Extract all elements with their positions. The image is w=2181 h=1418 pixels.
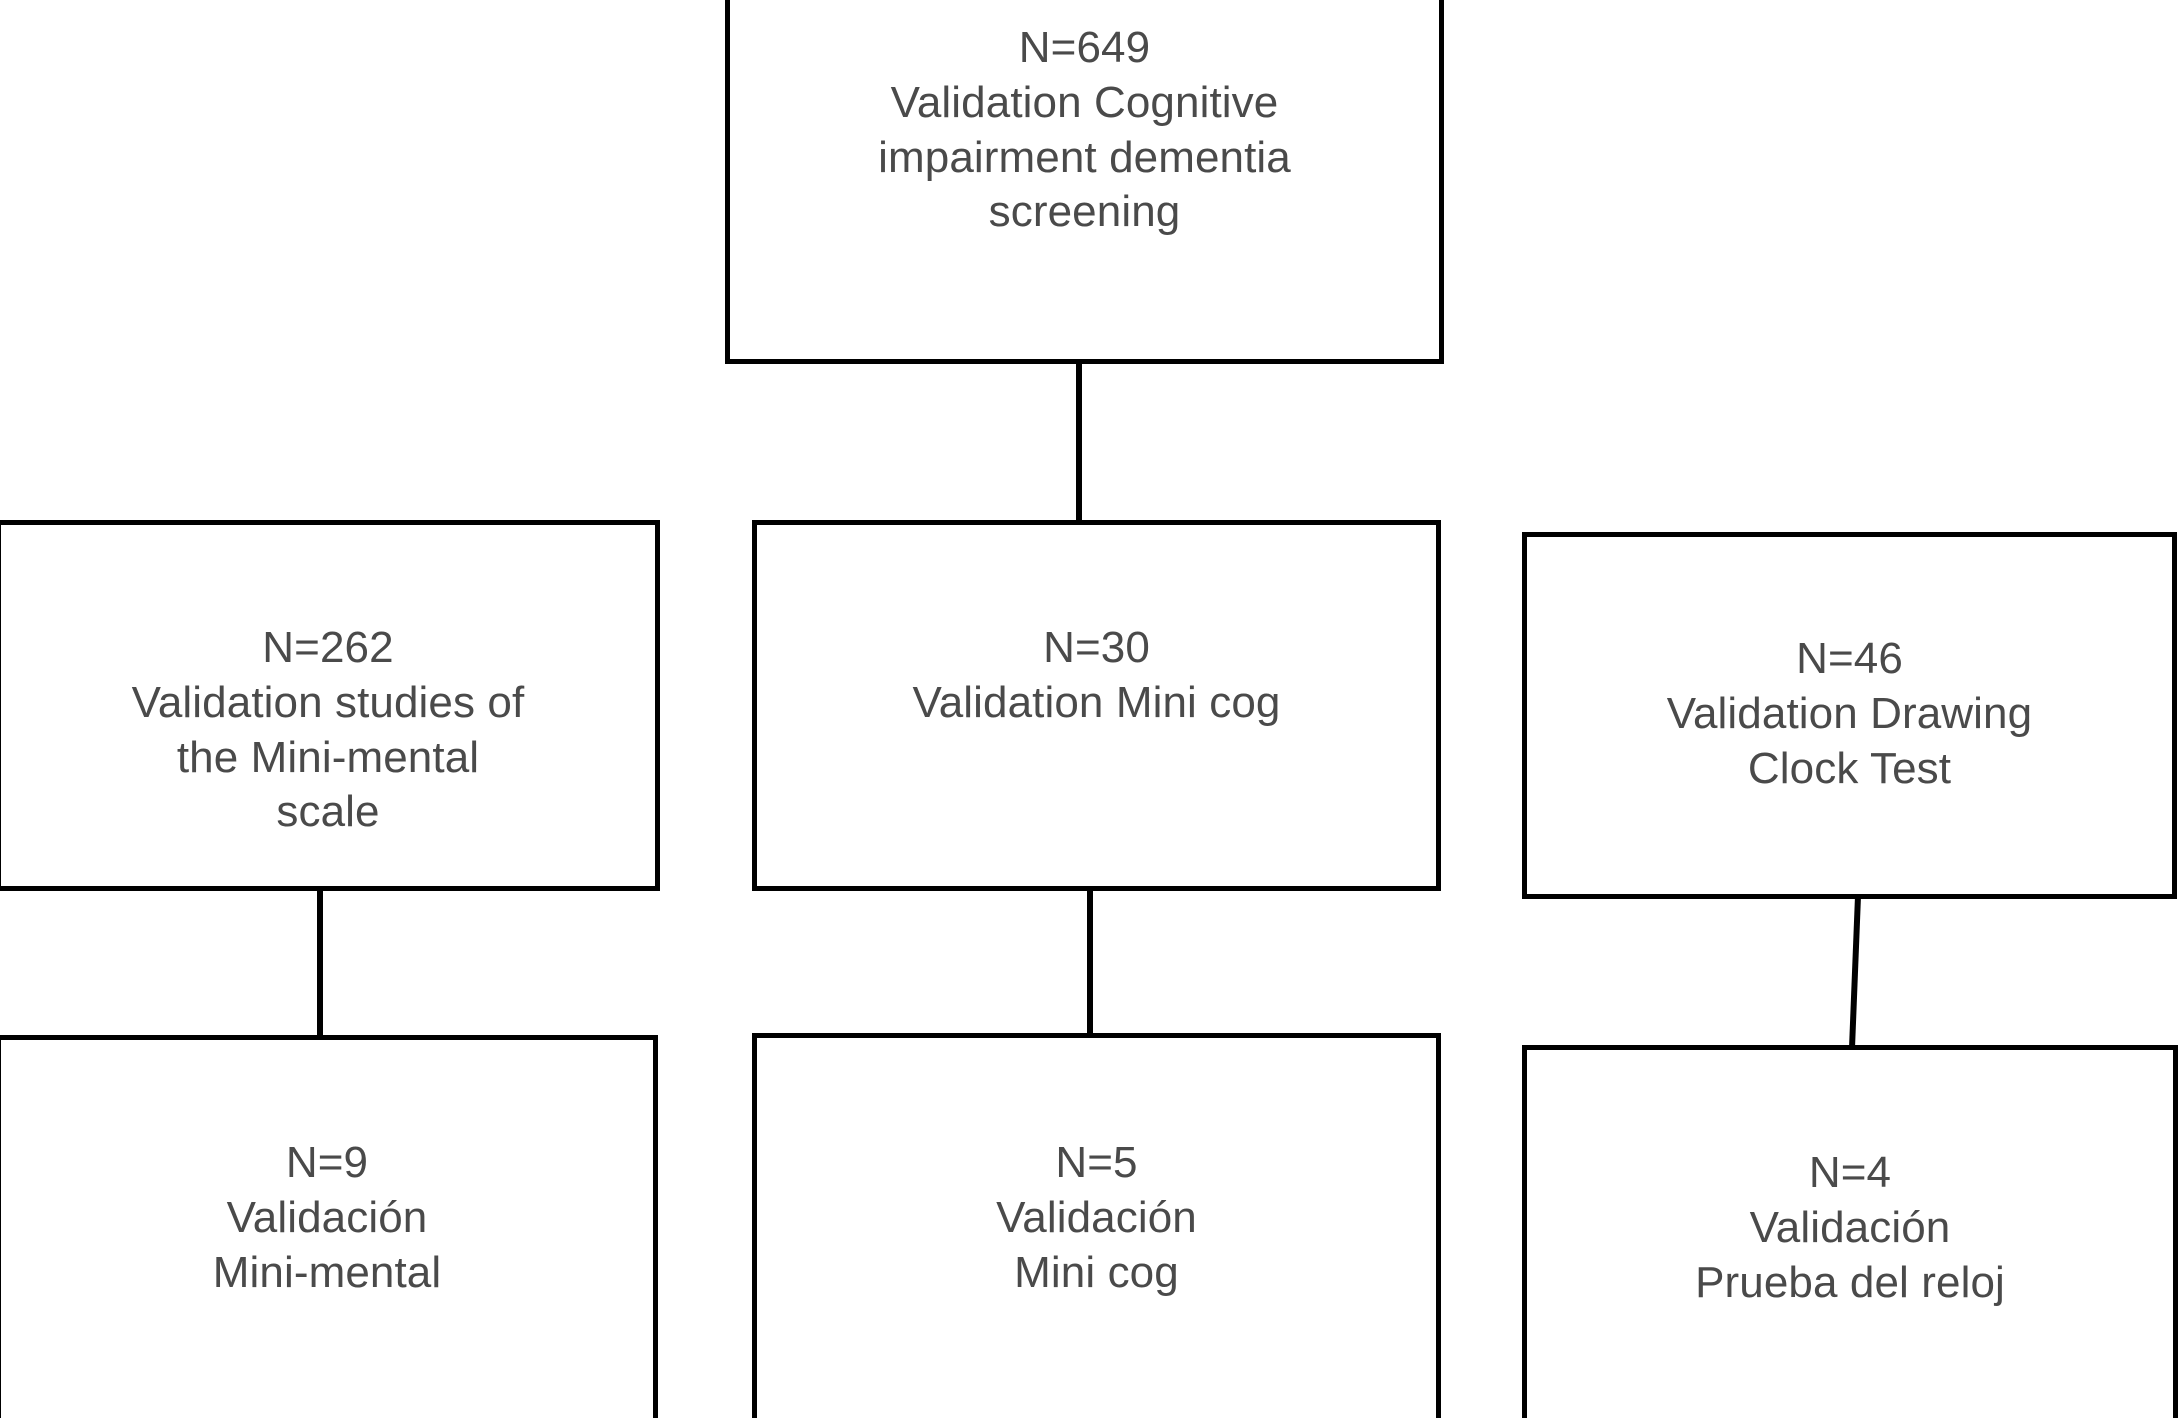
flow-node-minimental-text: N=262 Validation studies of the Mini-men… bbox=[131, 623, 525, 837]
flow-node-clock: N=46 Validation Drawing Clock Test bbox=[1522, 532, 2177, 899]
flow-node-minicog: N=30 Validation Mini cog bbox=[752, 520, 1441, 891]
flow-node-validacion-reloj: N=4 Validación Prueba del reloj bbox=[1522, 1045, 2178, 1418]
flow-node-clock-text: N=46 Validation Drawing Clock Test bbox=[1666, 634, 2033, 793]
flow-node-minimental: N=262 Validation studies of the Mini-men… bbox=[0, 520, 660, 891]
flow-node-validacion-minimental: N=9 Validación Mini-mental bbox=[0, 1035, 658, 1418]
flow-node-validacion-reloj-text: N=4 Validación Prueba del reloj bbox=[1695, 1148, 2005, 1307]
flow-node-root: N=649 Validation Cognitive impairment de… bbox=[725, 0, 1444, 364]
edge-clock-to-val-cl bbox=[1849, 895, 1861, 1049]
flow-node-validacion-minicog-text: N=5 Validación Mini cog bbox=[996, 1138, 1197, 1297]
flow-node-minicog-text: N=30 Validation Mini cog bbox=[912, 623, 1281, 727]
flow-node-validacion-minicog: N=5 Validación Mini cog bbox=[752, 1033, 1441, 1418]
flow-node-validacion-minimental-text: N=9 Validación Mini-mental bbox=[212, 1138, 442, 1297]
flow-node-root-text: N=649 Validation Cognitive impairment de… bbox=[878, 23, 1291, 237]
